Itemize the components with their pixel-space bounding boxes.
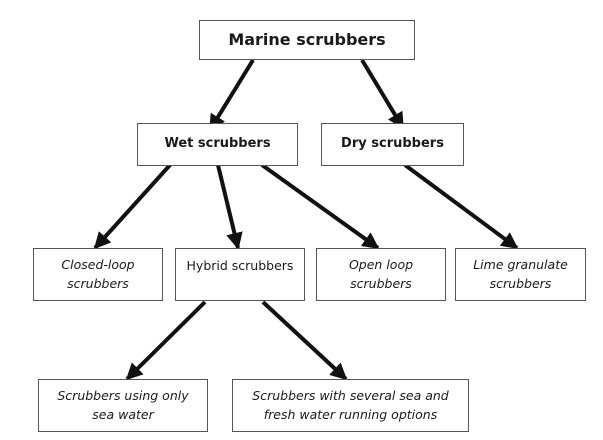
- node-dry-scrubbers: Dry scrubbers: [321, 123, 464, 166]
- node-label-line-2: fresh water running options: [263, 406, 438, 422]
- edge-marine-wet: [208, 58, 255, 132]
- node-label-line-2: scrubbers: [67, 275, 129, 291]
- node-label: Wet scrubbers: [164, 136, 271, 152]
- node-label-line-1: Lime granulate: [473, 257, 568, 273]
- edge-wet-open: [260, 163, 380, 250]
- node-label: Hybrid scrubbers: [186, 258, 294, 273]
- node-label: Marine scrubbers: [228, 30, 386, 50]
- node-closed-loop-scrubbers: Closed-loop scrubbers: [33, 248, 163, 301]
- node-marine-scrubbers: Marine scrubbers: [199, 20, 415, 60]
- edge-hybrid-seaonly: [125, 300, 207, 381]
- node-label-line-1: Scrubbers with several sea and: [252, 388, 449, 404]
- node-label-line-1: Scrubbers using only: [57, 388, 189, 404]
- node-label-line-2: scrubbers: [350, 275, 412, 291]
- node-scrubbers-several-options: Scrubbers with several sea and fresh wat…: [232, 379, 469, 432]
- node-label-line-1: Closed-loop: [61, 257, 135, 273]
- node-lime-granulate-scrubbers: Lime granulate scrubbers: [455, 248, 586, 301]
- node-open-loop-scrubbers: Open loop scrubbers: [316, 248, 446, 301]
- node-hybrid-scrubbers: Hybrid scrubbers: [175, 248, 305, 301]
- edge-marine-dry: [360, 58, 405, 130]
- node-label-line-2: scrubbers: [489, 275, 552, 291]
- node-label-line-2: sea water: [92, 406, 154, 422]
- edge-hybrid-several: [261, 300, 348, 381]
- edge-dry-lime: [403, 163, 519, 250]
- node-wet-scrubbers: Wet scrubbers: [137, 123, 298, 166]
- node-label-line-1: Open loop: [348, 257, 414, 273]
- node-label: Dry scrubbers: [341, 136, 444, 152]
- edge-wet-closed: [93, 163, 172, 250]
- node-scrubbers-sea-water-only: Scrubbers using only sea water: [38, 379, 208, 432]
- edge-wet-hybrid: [216, 164, 243, 250]
